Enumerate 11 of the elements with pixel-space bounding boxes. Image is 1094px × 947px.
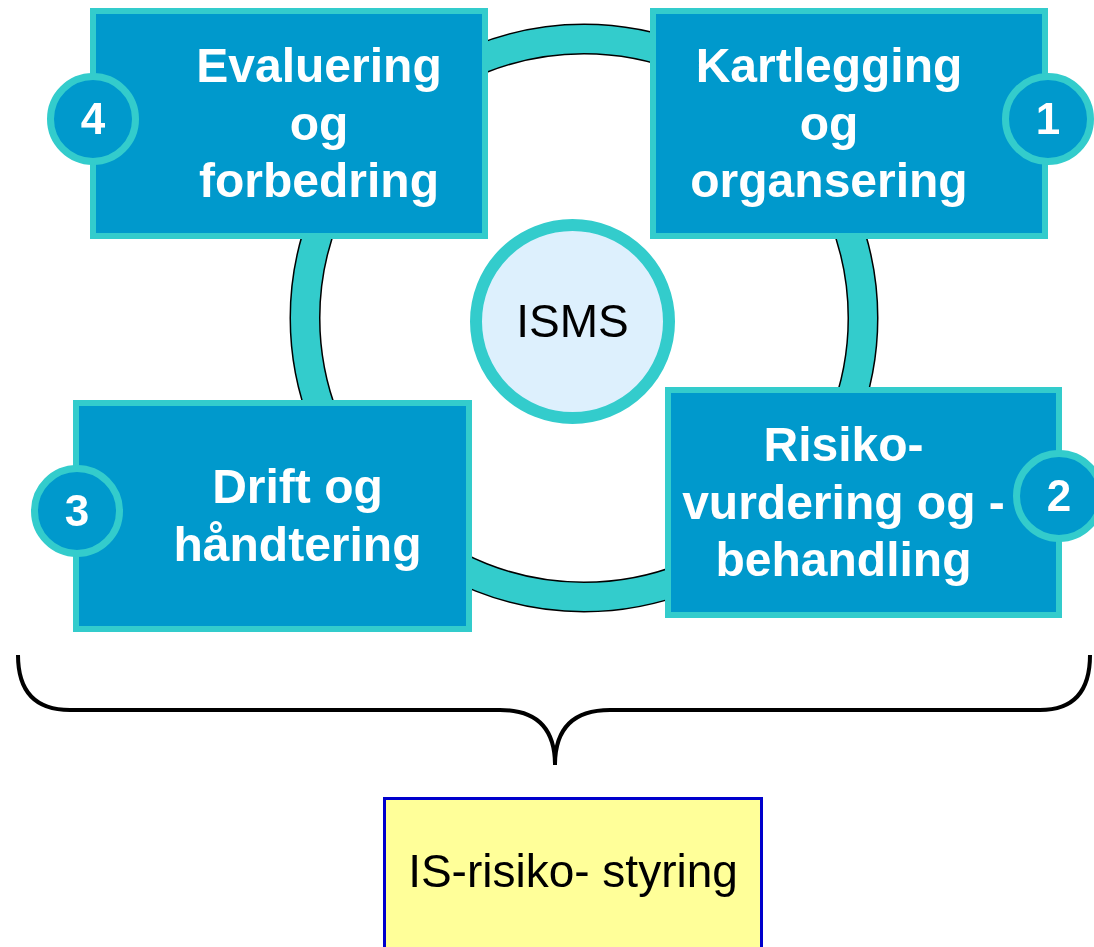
- node-label: IS-risiko- styring: [408, 844, 738, 900]
- node-label: 2: [1046, 470, 1072, 522]
- node-label: Kartlegging og organsering: [689, 38, 969, 210]
- note-box: [383, 797, 763, 947]
- node-label: 4: [80, 93, 106, 145]
- node-label: Drift og håndtering: [172, 459, 423, 573]
- node-label: ISMS: [516, 294, 629, 349]
- node-label: 1: [1035, 93, 1061, 145]
- node-label: Evaluering og forbedring: [195, 38, 443, 210]
- node-label: 3: [64, 485, 90, 537]
- node-label: Risiko- vurdering og -behandling: [681, 417, 1006, 589]
